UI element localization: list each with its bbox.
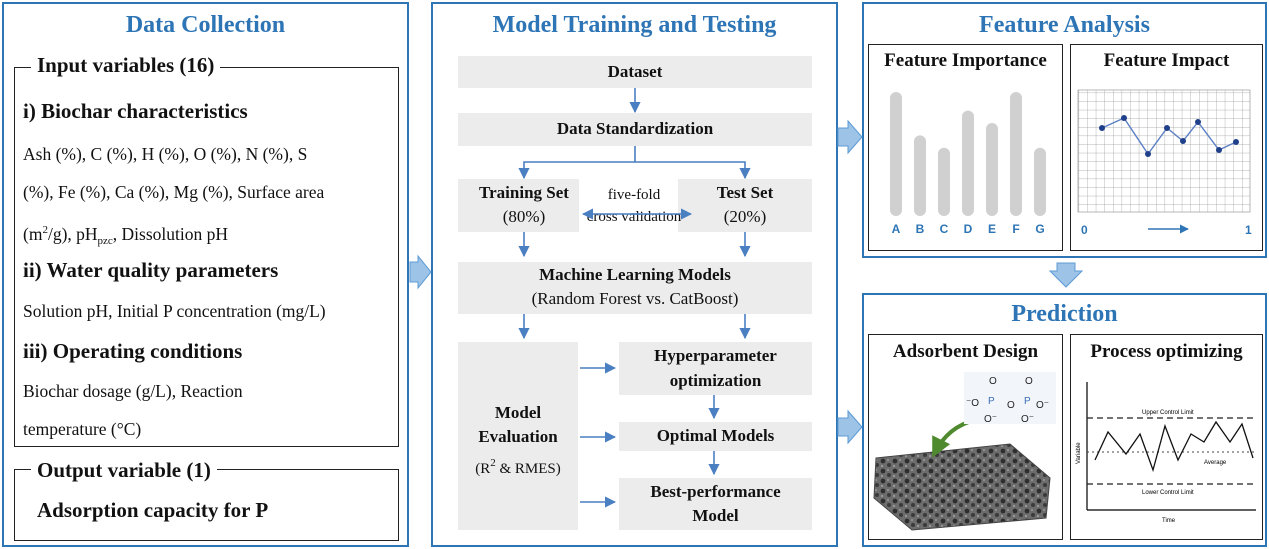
operating-line-2: temperature (°C) [23,419,142,439]
control-chart: Upper Control Limit Average Lower Contro… [1076,382,1256,524]
variable-axis-label: Variable [1076,442,1082,464]
impact-points [1099,115,1239,157]
molecule-o-right: O⁻ [1036,400,1049,411]
importance-bar-F [1010,92,1022,216]
molecule-bg [964,372,1056,424]
training-set-pct: (80%) [502,207,546,226]
molecule-o-left: ⁻O [966,398,979,409]
optimal-models-box [619,422,812,451]
molecule-o-top-right: O [1025,376,1033,387]
impact-start-label: 0 [1081,223,1088,237]
standardization-box [458,113,812,146]
biochar-heading: i) Biochar characteristics [23,99,248,123]
biochar-line-1: Ash (%), C (%), H (%), O (%), N (%), S [23,144,308,164]
ml-models-sub: (Random Forest vs. CatBoost) [531,289,739,308]
block-arrow-down [1048,262,1084,288]
operating-heading: iii) Operating conditions [23,339,243,363]
block-arrow-to-prediction [837,409,863,445]
hyperparameter-box [619,342,812,395]
importance-bar-A [890,92,902,216]
block-arrow-to-model [409,254,432,290]
feature-impact-title: Feature Impact [1103,50,1230,71]
water-quality-line-1: Solution pH, Initial P concentration (mg… [23,301,326,321]
input-variables-label: Input variables (16) [31,54,221,76]
molecule-p-left: P [988,396,995,407]
process-optimizing-box [1070,334,1263,540]
time-axis-label: Time [1162,518,1176,524]
importance-bar-C [938,147,950,216]
training-set-label: Training Set [479,183,569,202]
test-set-label: Test Set [716,183,774,202]
impact-line [1101,117,1237,156]
adsorbent-illustration: ⁻O P O O⁻ O P O O⁻ O⁻ [873,372,1056,531]
best-line-1: Best-performance [650,482,781,501]
importance-label-B: B [916,222,925,236]
feature-analysis-title: Feature Analysis [979,12,1150,38]
molecule-p-right: P [1024,396,1031,407]
importance-bar-D [962,110,974,216]
feature-importance-title: Feature Importance [884,50,1047,71]
water-quality-heading: ii) Water quality parameters [23,258,279,282]
hyper-line-2: optimization [669,371,762,390]
hyper-line-1: Hyperparameter [654,346,777,365]
importance-label-E: E [988,222,996,236]
test-set-pct: (20%) [723,207,767,226]
standardization-label: Data Standardization [556,119,714,138]
importance-bar-G [1034,147,1046,216]
importance-label-A: A [892,222,901,236]
molecule-o-bottom-right: O⁻ [1021,414,1034,425]
eval-metric: (R2 & RMES) [475,457,561,477]
best-model-box [619,478,812,530]
training-set-box [458,179,579,232]
molecule-o-bridge: O [1007,400,1015,411]
output-variable-text: Adsorption capacity for P [37,498,269,522]
importance-bar-E [986,123,998,216]
feature-importance-box [868,44,1063,251]
data-collection-panel: Data Collection Input variables (16) i) … [2,2,409,547]
model-title: Model Training and Testing [492,12,777,38]
model-evaluation-box [458,342,578,530]
molecule-o-bottom-left: O⁻ [984,414,997,425]
importance-label-D: D [964,222,973,236]
importance-label-F: F [1012,222,1019,236]
adsorbent-design-box [868,334,1063,540]
cv-line-2: cross validation [586,209,682,225]
operating-line-1: Biochar dosage (g/L), Reaction [23,381,243,401]
feature-importance-chart: A B C D E F G [890,92,1046,236]
eval-line-1: Model [494,403,542,422]
optimal-models-label: Optimal Models [656,426,775,445]
feature-impact-chart: 0 1 [1077,89,1252,237]
best-line-2: Model [692,506,739,525]
impact-end-label: 1 [1245,223,1252,237]
impact-grid [1077,89,1251,213]
process-optimizing-title: Process optimizing [1090,341,1243,362]
eval-line-2: Evaluation [478,427,558,446]
adsorbent-design-title: Adsorbent Design [892,341,1039,362]
porous-biochar-block [873,443,1051,531]
average-label: Average [1204,460,1227,466]
ucl-label: Upper Control Limit [1142,410,1194,416]
lcl-label: Lower Control Limit [1142,490,1194,496]
importance-label-G: G [1035,222,1044,236]
biochar-line-2: (%), Fe (%), Ca (%), Mg (%), Surface are… [23,182,325,202]
biochar-line-3: (m2/g), pHpzc, Dissolution pH [23,224,229,247]
feature-impact-box [1070,44,1263,251]
molecule-o-top-left: O [989,376,997,387]
block-arrow-to-feature [837,119,863,155]
dataset-label: Dataset [607,62,663,81]
ml-models-label: Machine Learning Models [539,265,731,284]
prediction-title: Prediction [1011,301,1118,327]
importance-bar-B [914,135,926,216]
ml-models-box [458,262,812,314]
cv-line-1: five-fold [607,187,661,203]
test-set-box [678,179,812,232]
output-variable-label: Output variable (1) [31,459,217,481]
control-series [1094,420,1254,473]
dataset-box [458,56,812,88]
importance-label-C: C [940,222,949,236]
data-collection-title: Data Collection [125,12,286,38]
